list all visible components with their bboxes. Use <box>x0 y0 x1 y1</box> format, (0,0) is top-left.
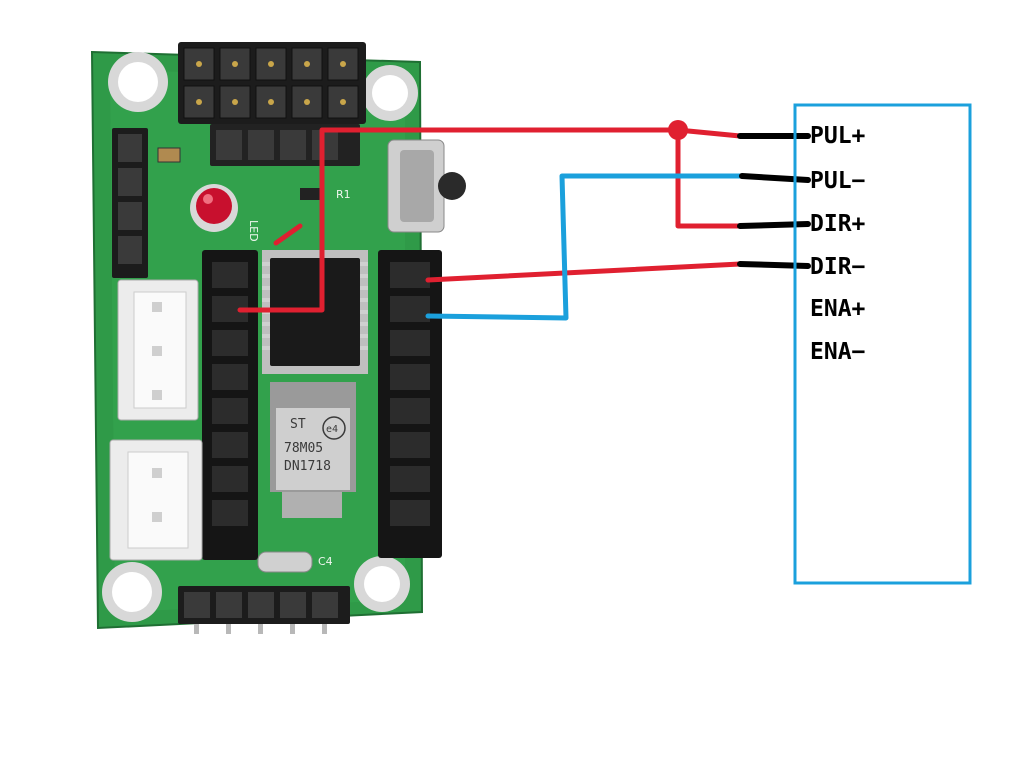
red-jumper <box>273 223 303 246</box>
silk-c4-label: C4 <box>318 555 333 568</box>
silk-led-label: LED <box>247 220 260 242</box>
red-wire-dir-plus <box>675 127 743 229</box>
crystal <box>257 551 313 573</box>
voltage-regulator: ST e4 78M05 DN1718 <box>270 382 356 518</box>
terminal-dir-plus: DIR+ <box>810 211 866 237</box>
terminal-pul-minus: PUL− <box>810 168 866 194</box>
mounting-hole-bottom-left <box>102 562 162 622</box>
left-pin-header <box>112 128 148 278</box>
regulator-line1: 78M05 <box>284 441 323 456</box>
junction-dot <box>668 120 688 140</box>
left-female-header <box>202 250 258 560</box>
regulator-line2: DN1718 <box>284 459 331 474</box>
mounting-hole-top-right <box>362 65 418 121</box>
right-female-header <box>378 250 442 558</box>
terminal-pul-plus: PUL+ <box>810 123 866 149</box>
controller-board: LED R1 <box>90 42 466 634</box>
led: LED <box>190 184 260 242</box>
mounting-hole-top-left <box>108 52 168 112</box>
top-pin-header <box>178 42 366 124</box>
jst-connector-lower <box>109 439 203 561</box>
terminal-ena-minus: ENA− <box>810 339 866 365</box>
red-wire-dir-minus <box>425 261 743 283</box>
smd-capacitor <box>157 147 181 163</box>
stepper-driver-box <box>793 103 972 585</box>
regulator-brand: ST <box>290 417 306 432</box>
lead-pul-minus <box>739 173 811 183</box>
lead-dir-plus <box>737 221 811 229</box>
reset-button <box>387 139 466 233</box>
wires <box>237 120 811 321</box>
jst-connector-upper <box>117 279 199 421</box>
silk-r1-label: R1 <box>336 188 351 201</box>
lead-dir-minus <box>737 261 811 269</box>
terminal-ena-plus: ENA+ <box>810 296 866 322</box>
bottom-pin-header <box>178 586 350 634</box>
regulator-mark: e4 <box>326 424 338 435</box>
smd-resistor <box>300 188 320 200</box>
terminal-dir-minus: DIR− <box>810 254 866 280</box>
blue-wire-pul-minus <box>425 173 745 321</box>
red-wire-pul-plus <box>237 127 743 313</box>
mounting-hole-bottom-right <box>354 556 410 612</box>
